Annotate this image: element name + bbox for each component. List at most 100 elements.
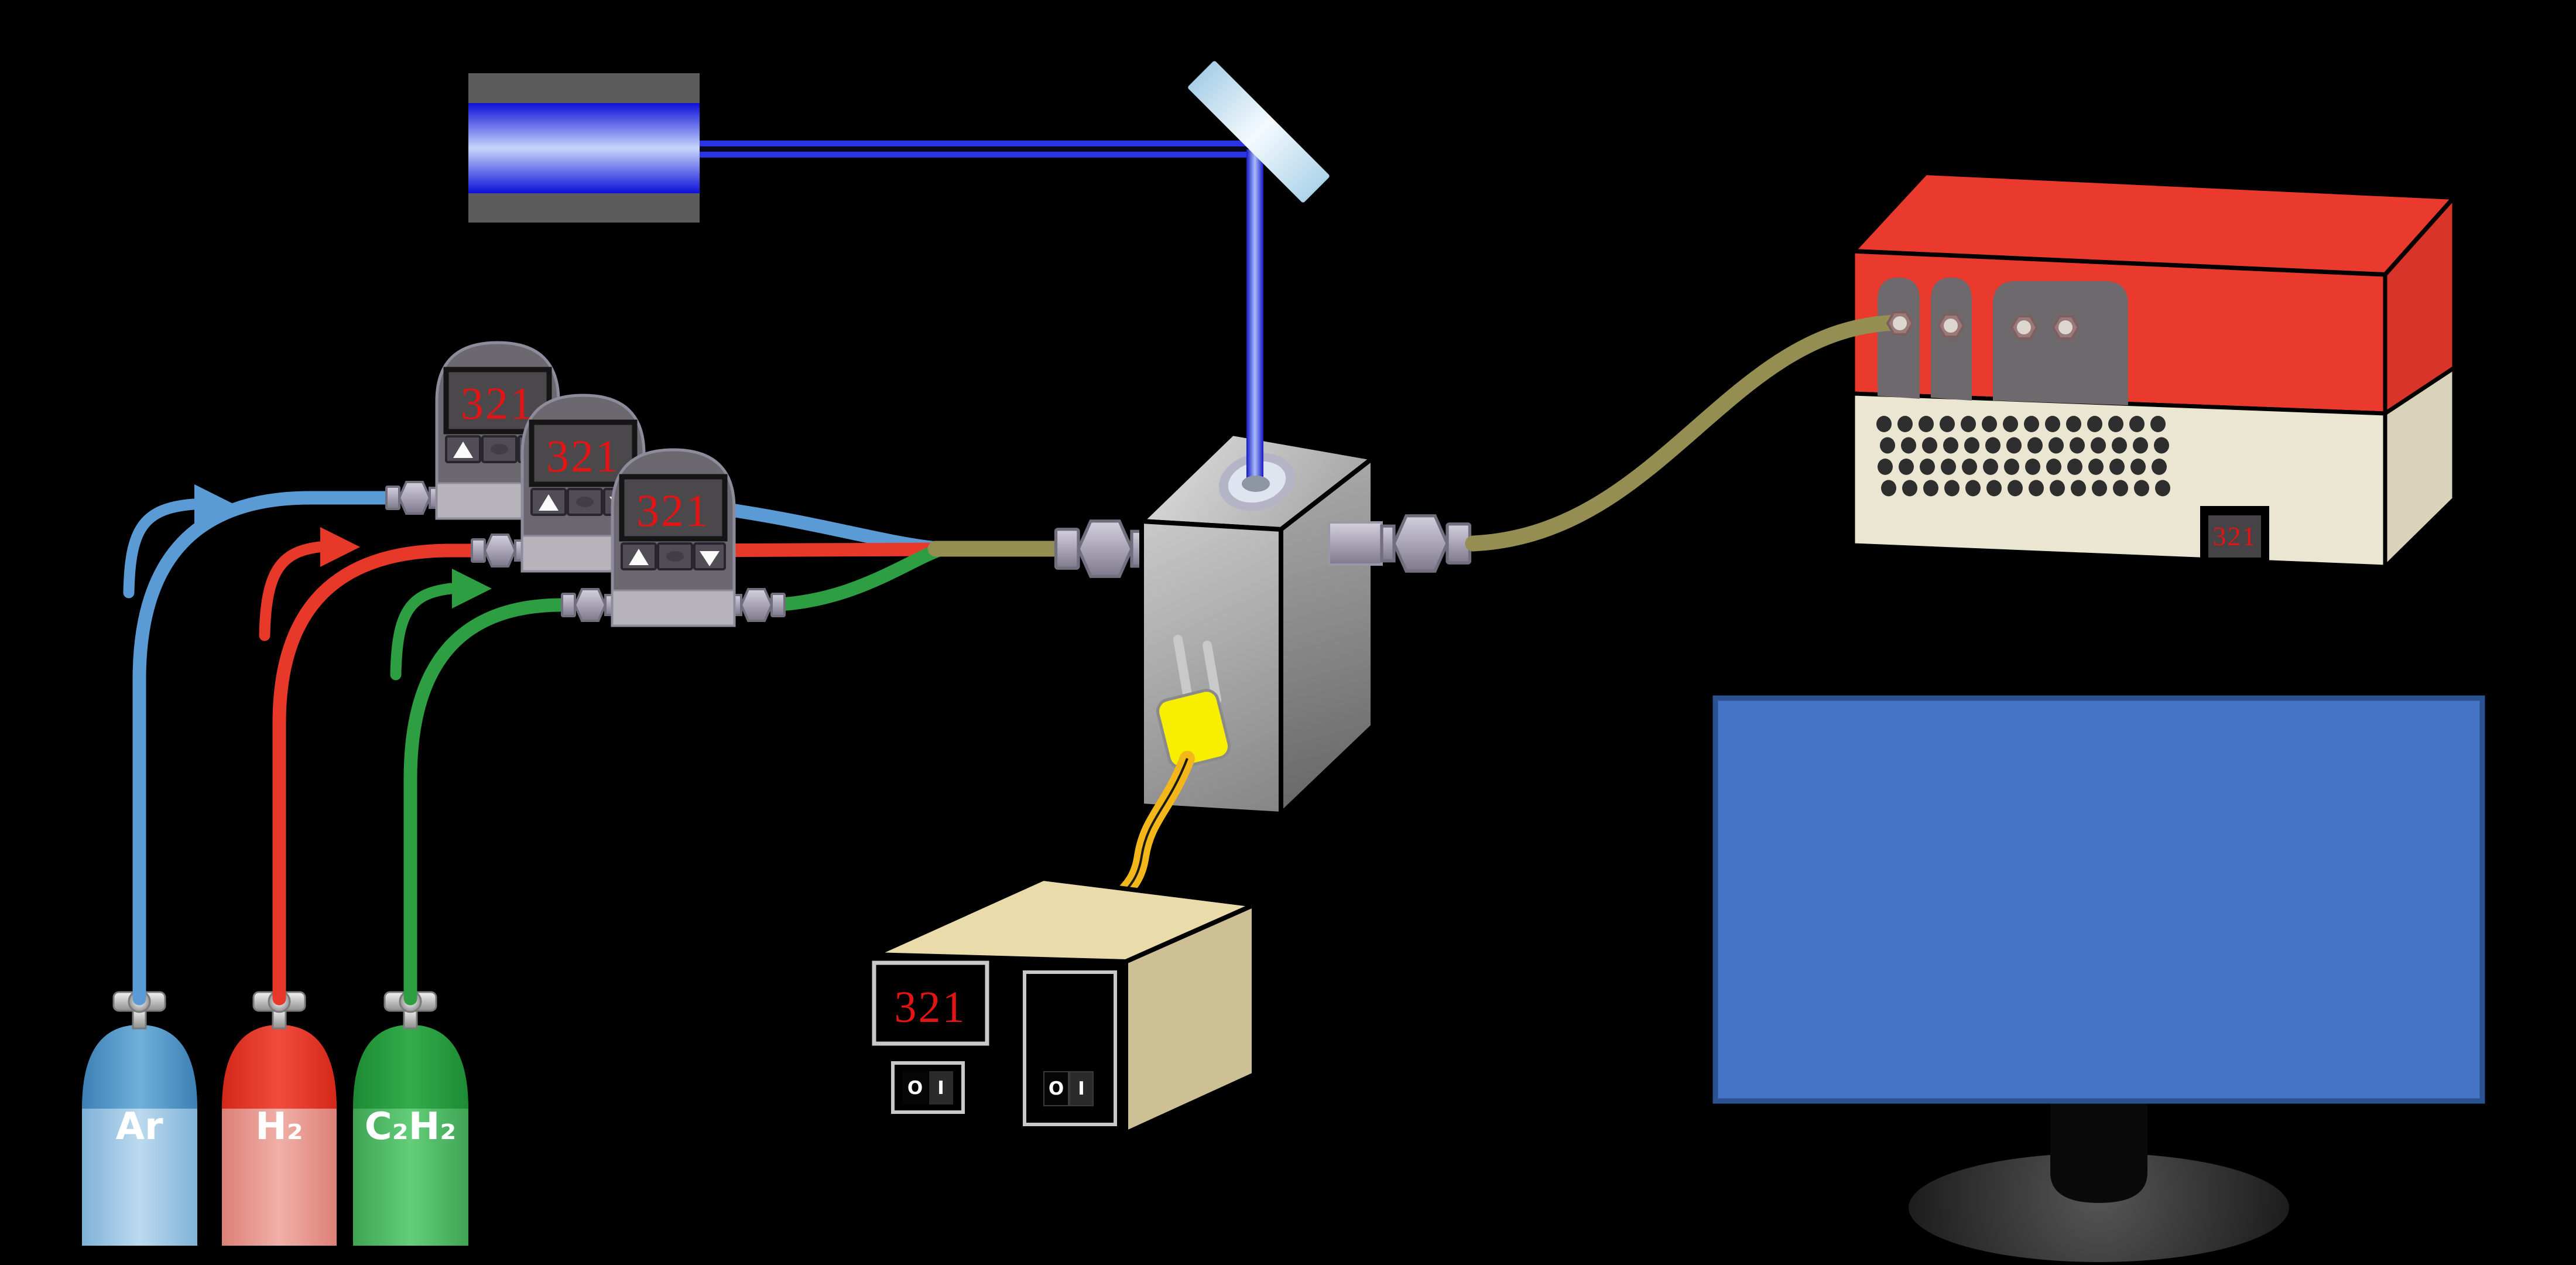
hydrogen-supply-tube xyxy=(272,543,486,1006)
monitor-base xyxy=(1909,1153,2289,1262)
vent-hole xyxy=(1899,459,1914,475)
vent-hole xyxy=(2029,480,2044,497)
port-nuts xyxy=(1886,311,2080,340)
inlet-fitting xyxy=(561,588,614,622)
sample-transfer-line xyxy=(1465,314,1904,552)
mass-flow-controller-3: 321 xyxy=(561,448,786,627)
cylinder-label-ar: Ar xyxy=(115,1105,163,1148)
fiber-input-port-2 xyxy=(1931,278,1972,401)
vent-hole xyxy=(2113,480,2128,497)
vent-hole xyxy=(2134,480,2149,497)
vent-hole xyxy=(2087,416,2102,432)
vent-hole xyxy=(2091,437,2106,454)
vent-hole xyxy=(1941,459,1956,475)
chamber-outlet-stub xyxy=(1328,521,1383,566)
connector-panel xyxy=(1993,281,2128,405)
up-arrow-icon xyxy=(629,549,649,565)
up-arrow-icon xyxy=(453,442,473,458)
menu-button-mark xyxy=(576,497,594,507)
arrowhead xyxy=(194,484,234,524)
vent-hole xyxy=(2067,459,2082,475)
vent-hole xyxy=(1962,459,1977,475)
up-arrow-icon xyxy=(539,494,559,511)
vent-hole xyxy=(2003,416,2018,432)
vent-hole xyxy=(2025,459,2040,475)
vent-hole xyxy=(1964,437,1979,454)
thermocouple-pin xyxy=(1173,635,1192,699)
vent-hole xyxy=(1876,416,1892,432)
mfc-display xyxy=(619,474,728,542)
inlet-fitting xyxy=(385,481,438,515)
hydrogen-flow-arrow xyxy=(259,527,360,641)
outlet-fitting xyxy=(733,588,786,622)
vent-hole xyxy=(2129,416,2145,432)
vent-hole xyxy=(1940,416,1955,432)
vent-hole xyxy=(1881,480,1896,497)
vent-hole xyxy=(2066,416,2081,432)
spectrometer-display xyxy=(2208,515,2261,558)
switch-off-label: O xyxy=(1049,1078,1064,1099)
vent-hole xyxy=(2109,459,2125,475)
vent-hole xyxy=(1961,416,1976,432)
vent-hole xyxy=(2152,459,2167,475)
vent-hole xyxy=(2130,459,2146,475)
vent-hole xyxy=(2006,437,2022,454)
vent-hole xyxy=(1985,437,2000,454)
vent-hole xyxy=(2112,437,2127,454)
vent-hole xyxy=(2150,416,2166,432)
switch-on-label: I xyxy=(1078,1078,1085,1099)
power-switch-1[interactable]: O I xyxy=(891,1061,965,1114)
vent-hole xyxy=(1983,459,1998,475)
spectrometer-right-cream xyxy=(2383,364,2457,572)
acetylene-supply-tube xyxy=(403,598,576,1006)
gas-cylinder-ar: Ar xyxy=(82,990,197,1246)
vent-hole xyxy=(1878,459,1893,475)
vent-hole xyxy=(1986,480,2002,497)
menu-button-mark xyxy=(491,444,508,454)
laser-tube xyxy=(468,103,700,193)
monitor-stand xyxy=(2050,1101,2147,1203)
switch-on-half[interactable] xyxy=(1069,1071,1094,1106)
cylinder-dome xyxy=(222,1025,337,1109)
controller-display xyxy=(872,960,989,1046)
monitor-screen[interactable] xyxy=(1712,695,2485,1104)
vent-hole xyxy=(2155,480,2170,497)
vent-hole xyxy=(1880,437,1895,454)
mfc-reading: 321 xyxy=(461,378,535,429)
vent-hole xyxy=(2049,437,2064,454)
switch-on-label: I xyxy=(937,1078,944,1099)
switch-on-half[interactable] xyxy=(929,1071,953,1105)
vent-hole xyxy=(2027,437,2043,454)
switch-off-half[interactable] xyxy=(902,1071,928,1105)
argon-flow-arrow xyxy=(123,484,234,599)
monitor xyxy=(1712,695,2485,1262)
thermocouple-plug xyxy=(1156,689,1231,769)
spectrometer-reading: 321 xyxy=(2213,521,2257,551)
controller-right-face xyxy=(1123,901,1256,1137)
arrowhead xyxy=(320,527,360,567)
vent-hole xyxy=(2045,416,2060,432)
vent-hole xyxy=(1923,480,1938,497)
vent-hole xyxy=(1922,437,1937,454)
vent-hole xyxy=(1897,416,1913,432)
inlet-fitting xyxy=(471,534,523,567)
argon-supply-tube xyxy=(132,491,400,1006)
switch-off-half[interactable] xyxy=(1043,1071,1069,1106)
power-switch-2[interactable]: O I xyxy=(1043,1071,1094,1106)
vent-hole xyxy=(2092,480,2107,497)
cylinder-label-h2: H₂ xyxy=(255,1105,303,1148)
vent-hole xyxy=(2071,480,2086,497)
mfc-display xyxy=(529,419,638,487)
menu-button-mark xyxy=(666,551,684,562)
laser xyxy=(468,73,700,223)
vent-hole xyxy=(2024,416,2039,432)
laser-beam-horizontal xyxy=(700,141,1263,158)
down-arrow-icon xyxy=(700,551,720,566)
vent-hole xyxy=(1902,480,1917,497)
vent-hole xyxy=(2008,480,2023,497)
thermocouple-pin xyxy=(1203,641,1221,705)
arrowhead xyxy=(452,569,492,608)
vent-hole xyxy=(1901,437,1916,454)
spectrometer: 321 xyxy=(1465,170,2459,572)
